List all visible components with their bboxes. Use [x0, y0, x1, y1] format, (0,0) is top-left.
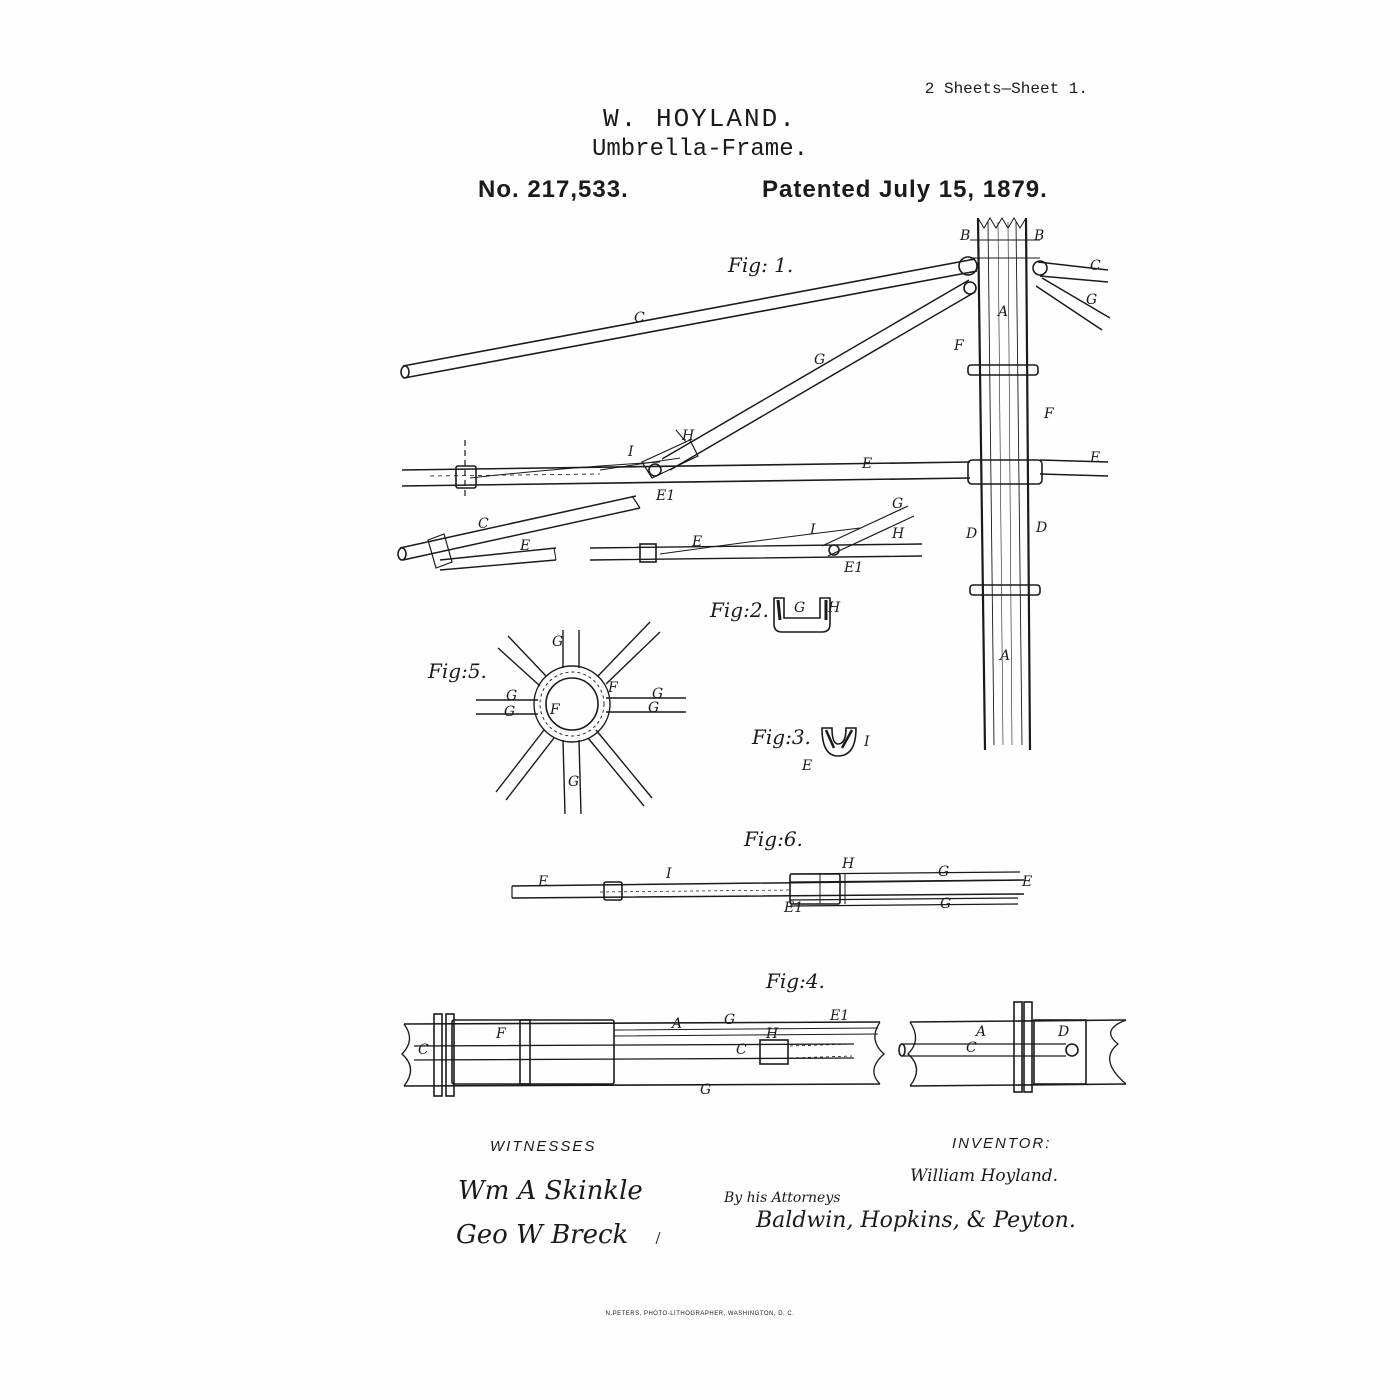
inventor-heading: INVENTOR: [952, 1135, 1052, 1152]
fig6-drawing [511, 871, 1025, 907]
part-label: A [974, 1024, 986, 1040]
patent-date: Patented July 15, 1879. [762, 176, 1048, 203]
part-label: H [891, 526, 905, 542]
part-label: H [765, 1026, 779, 1042]
fig3-label: Fig:3. [751, 725, 811, 749]
part-label: I [627, 444, 634, 460]
part-label: G [938, 864, 949, 880]
part-label: C [418, 1042, 429, 1058]
part-label: E [691, 534, 702, 550]
part-label: F [607, 680, 619, 696]
attorneys-prefix: By his Attorneys [724, 1190, 841, 1206]
fig2-label: Fig:2. [709, 598, 769, 622]
fig6-label: Fig:6. [743, 827, 803, 851]
part-label: H [841, 856, 855, 872]
patent-number: No. 217,533. [478, 176, 629, 203]
part-label: D [1035, 520, 1047, 536]
part-label: A [670, 1016, 682, 1032]
part-label: I [665, 866, 672, 882]
part-label: F [495, 1026, 507, 1042]
part-label: G [940, 896, 951, 912]
inventor-signature: William Hoyland. [910, 1166, 1059, 1186]
part-label: D [965, 526, 977, 542]
part-label: E [801, 758, 812, 774]
part-label: A [996, 304, 1008, 320]
part-label: G [504, 704, 515, 720]
fig1-label: Fig: 1. [727, 253, 793, 277]
part-label: E1 [829, 1008, 849, 1024]
part-label: H [681, 428, 695, 444]
part-label: E [519, 538, 530, 554]
sheet-info: 2 Sheets—Sheet 1. [924, 80, 1088, 98]
part-label: E1 [655, 488, 675, 504]
part-label: E [537, 874, 548, 890]
fig4-label: Fig:4. [765, 969, 825, 993]
fig3-drawing [821, 727, 857, 757]
part-label: A [998, 648, 1010, 664]
fig5-label: Fig:5. [427, 659, 487, 683]
witnesses-heading: WITNESSES [490, 1138, 597, 1155]
fig4-drawing [401, 1001, 1127, 1097]
part-label: I [809, 522, 816, 538]
part-label: C [966, 1040, 977, 1056]
printer-credit: N.PETERS, PHOTO-LITHOGRAPHER, WASHINGTON… [605, 1311, 795, 1317]
part-label: D [1057, 1024, 1069, 1040]
part-label: G [892, 496, 903, 512]
part-label: C [736, 1042, 747, 1058]
part-label: C [1090, 258, 1101, 274]
witness-signature-2: Geo W Breck [456, 1220, 629, 1250]
inventor-name-heading: W. HOYLAND. [603, 104, 797, 134]
part-label: G [1086, 292, 1097, 308]
part-label: B [959, 228, 970, 244]
fig2-drawing [773, 597, 831, 633]
part-label: I [863, 734, 870, 750]
part-label: G [700, 1082, 711, 1098]
part-label: G [506, 688, 517, 704]
attorneys-signature: Baldwin, Hopkins, & Peyton. [756, 1208, 1076, 1233]
part-label: G [648, 700, 659, 716]
fig5-drawing [476, 621, 686, 815]
part-label: G [652, 686, 663, 702]
part-label: H [827, 600, 841, 616]
part-label: E [1089, 450, 1100, 466]
part-label: E [861, 456, 872, 472]
part-label: G [552, 634, 563, 650]
part-label: G [724, 1012, 735, 1028]
part-label: G [814, 352, 825, 368]
part-label: C [478, 516, 489, 532]
part-label: B [1033, 228, 1044, 244]
fig1-drawing [397, 217, 1111, 751]
patent-subject: Umbrella-Frame. [591, 136, 809, 163]
part-label: E1 [843, 560, 863, 576]
part-label: E [1021, 874, 1032, 890]
part-label: E1 [783, 900, 803, 916]
part-label: G [568, 774, 579, 790]
part-label: F [1043, 406, 1055, 422]
part-label: C [634, 310, 645, 326]
part-label: F [549, 702, 561, 718]
witness-signature-1: Wm A Skinkle [458, 1176, 643, 1206]
part-label: F [953, 338, 965, 354]
part-label: G [794, 600, 805, 616]
